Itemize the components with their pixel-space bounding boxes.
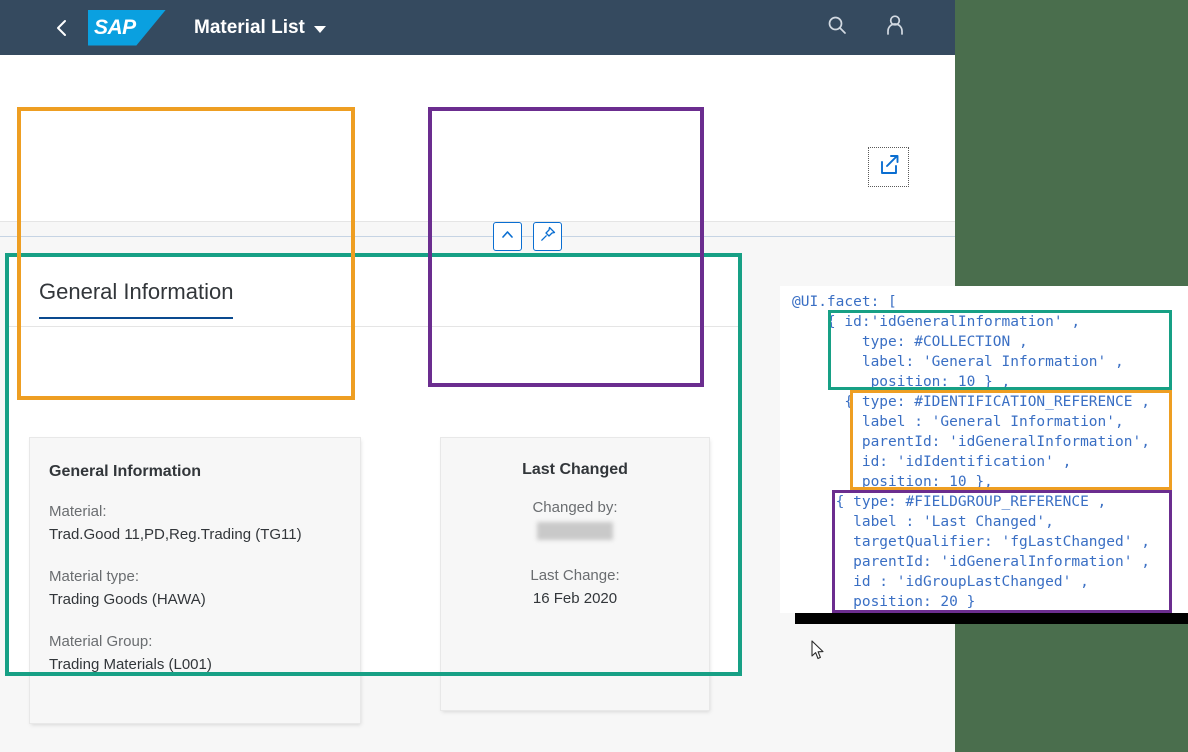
- identification-card-title: General Information: [49, 463, 202, 480]
- code-panel-shadow: [795, 613, 1188, 624]
- last-changed-card-title: Last Changed: [522, 461, 628, 478]
- header-toggle-strip: [0, 222, 955, 253]
- chevron-left-icon: [52, 18, 72, 38]
- chevron-down-icon: [313, 25, 326, 33]
- last-changed-fields: Changed by: Last Change: 16 Feb 2020: [441, 479, 709, 611]
- field-value: Trading Materials (L001): [49, 656, 212, 673]
- pin-header-button[interactable]: [533, 222, 562, 251]
- divider-line: [0, 236, 955, 237]
- sap-logo-text: SAP: [94, 15, 136, 39]
- field-last-change: Last Change: 16 Feb 2020: [441, 565, 709, 611]
- field-material-group: Material Group: Trading Materials (L001): [49, 631, 360, 677]
- redacted-value: [537, 522, 613, 541]
- field-label: Material:: [49, 503, 107, 520]
- field-value: Trad.Good 11,PD,Reg.Trading (TG11): [49, 526, 302, 543]
- identification-card: General Information Material: Trad.Good …: [30, 438, 360, 723]
- chevron-up-icon: [500, 227, 515, 247]
- field-label: Last Change:: [530, 567, 620, 584]
- field-label: Material Group:: [49, 633, 153, 650]
- sap-logo: SAP: [88, 9, 166, 46]
- user-button[interactable]: [875, 8, 915, 48]
- user-icon: [884, 14, 906, 41]
- search-button[interactable]: [817, 8, 857, 48]
- page-title: Material List: [194, 16, 305, 38]
- pin-icon: [540, 226, 556, 247]
- section-title-row: General Information: [9, 257, 738, 327]
- cds-annotation-code: @UI.facet: [ { id:'idGeneralInformation'…: [792, 294, 1150, 610]
- field-label: Material type:: [49, 568, 140, 585]
- shell-header: SAP Material List: [0, 0, 955, 55]
- last-changed-card: Last Changed Changed by: Last Change: 16…: [441, 438, 709, 710]
- identification-fields: Material: Trad.Good 11,PD,Reg.Trading (T…: [30, 481, 360, 677]
- field-material: Material: Trad.Good 11,PD,Reg.Trading (T…: [49, 501, 360, 547]
- app-title-dropdown[interactable]: Material List: [194, 17, 326, 39]
- field-value: 16 Feb 2020: [532, 590, 618, 607]
- field-material-type: Material type: Trading Goods (HAWA): [49, 566, 360, 612]
- shell-actions: [817, 8, 955, 48]
- object-page-header: [0, 55, 955, 222]
- code-overlay-panel: @UI.facet: [ { id:'idGeneralInformation'…: [780, 286, 1188, 613]
- search-icon: [826, 14, 848, 41]
- collapse-header-button[interactable]: [493, 222, 522, 251]
- field-label: Changed by:: [532, 499, 618, 516]
- back-button[interactable]: [40, 6, 84, 50]
- field-changed-by: Changed by:: [441, 497, 709, 543]
- share-icon: [878, 154, 900, 181]
- general-information-section: General Information General Information …: [9, 257, 738, 723]
- field-value-redacted: [441, 519, 709, 543]
- share-button[interactable]: [868, 147, 909, 187]
- section-title: General Information: [39, 279, 234, 319]
- field-value: Trading Goods (HAWA): [49, 591, 206, 608]
- mouse-cursor: [811, 640, 825, 666]
